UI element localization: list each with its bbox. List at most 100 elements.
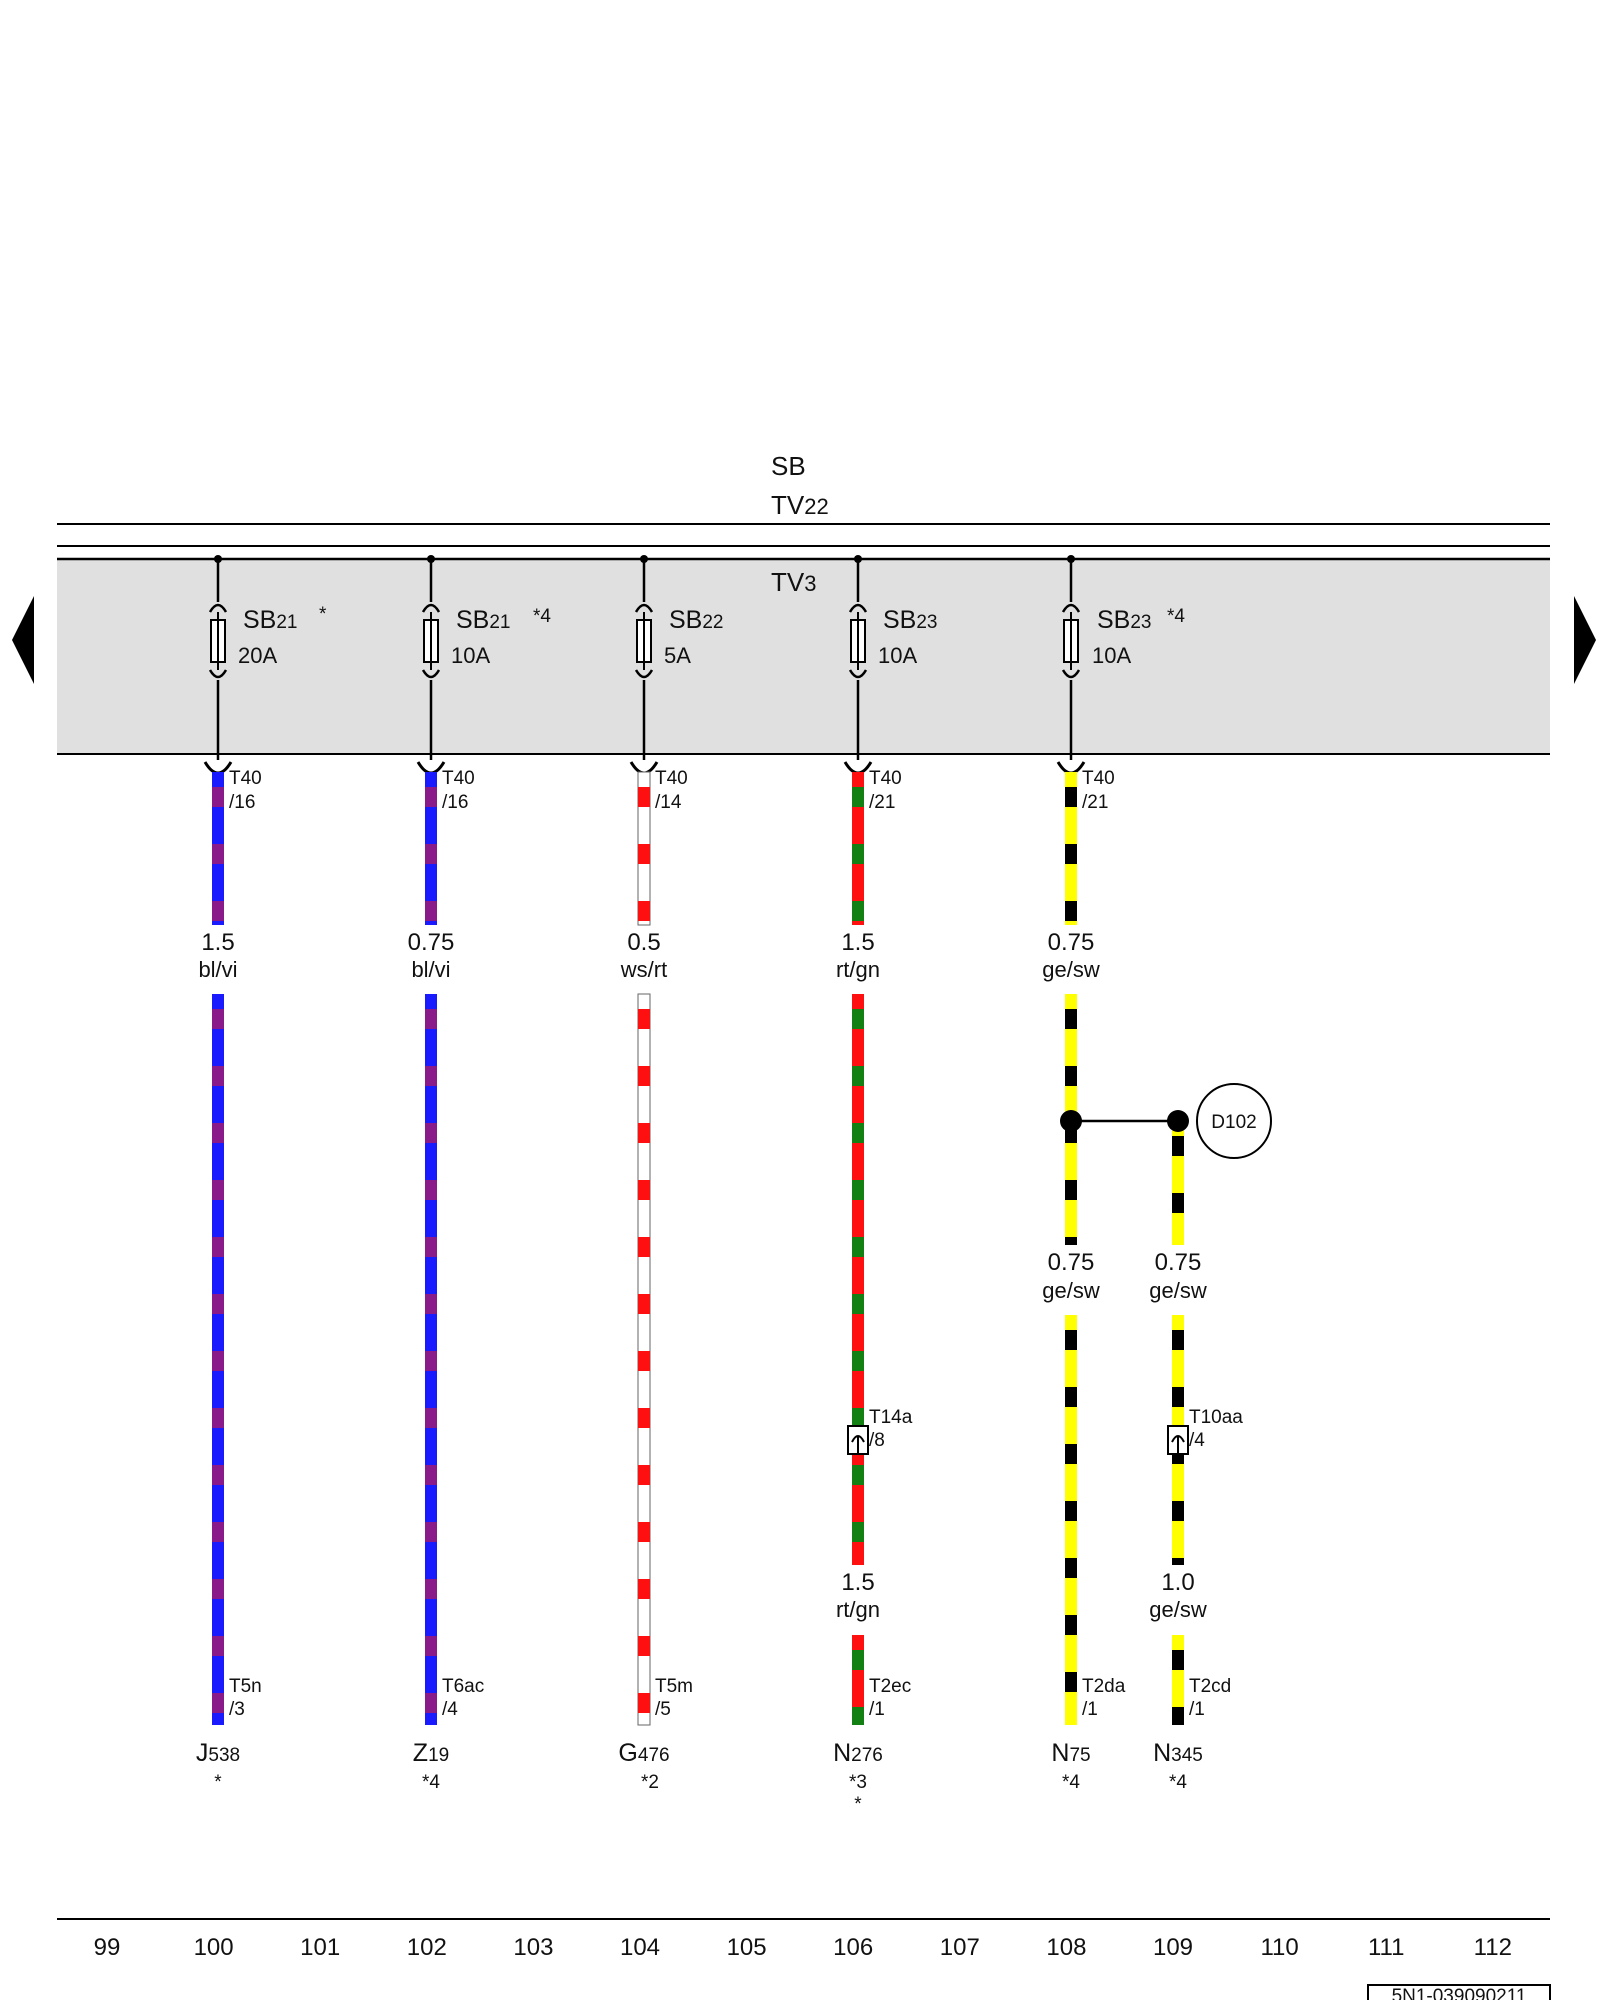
axis-label-105: 105 [727, 1934, 767, 1961]
wire-branch-lower-stripe [1172, 1707, 1184, 1725]
mid-pin: /8 [869, 1430, 885, 1451]
wire-sb23-b-lower-stripe [1065, 1501, 1077, 1521]
ground-junction-label: D102 [1211, 1112, 1256, 1133]
bottom-connector: T5n [229, 1676, 262, 1697]
wire-sb22-lower-stripe [638, 1351, 650, 1371]
sb-label: SB [771, 451, 806, 481]
doc-number-box [1367, 1984, 1551, 2000]
bottom-connector: T5m [655, 1676, 693, 1697]
fuse-0-bus-dot [214, 555, 222, 563]
component-label: N276 [833, 1739, 883, 1767]
axis-label-109: 109 [1153, 1934, 1193, 1961]
fuse-rating: 10A [451, 643, 490, 668]
fuse-3-terminal [843, 761, 873, 775]
wire-color: ge/sw [1042, 957, 1100, 982]
component-label: N75 [1051, 1739, 1090, 1767]
ground-junction-circle [1196, 1083, 1272, 1159]
fuse-1-contact-bottom [421, 669, 441, 679]
wire-sb23-a-middle-stripe [852, 1294, 864, 1314]
wire-sb21-b-lower-stripe [425, 1693, 437, 1713]
wire-sb21-a-lower-stripe [212, 1009, 224, 1029]
wire-color-lower: rt/gn [836, 1597, 880, 1622]
wire-color-lower: ge/sw [1042, 1278, 1100, 1303]
wire-sb21-a-upper-stripe [212, 844, 224, 864]
wire-sb23-b-lower-stripe [1065, 1615, 1077, 1635]
previous-page-arrow-icon[interactable] [12, 596, 34, 684]
wire-sb23-b-upper-stripe [1065, 901, 1077, 921]
wire-sb23-a-middle-stripe [852, 1123, 864, 1143]
wire-sb23-a-upper-stripe [852, 844, 864, 864]
axis-label-111: 111 [1368, 1934, 1404, 1961]
wire-sb21-a-lower-stripe [212, 1522, 224, 1542]
bottom-pin: /3 [229, 1699, 245, 1720]
fuse-3-bus-dot [854, 555, 862, 563]
wire-sb22-lower-stripe [638, 1579, 650, 1599]
wire-branch-lower-stripe [1172, 1650, 1184, 1670]
fuse-circuit-sb22: SB22 5A T40 /14 0.5 ws/rt T5m /5 G476 *2 [618, 606, 723, 1793]
axis-label-103: 103 [513, 1934, 553, 1961]
axis-label-102: 102 [407, 1934, 447, 1961]
wire-size: 0.75 [1048, 929, 1095, 956]
wire-sb22-lower-stripe [638, 1465, 650, 1485]
wire-sb21-a-lower-stripe [212, 1636, 224, 1656]
component-label: N345 [1153, 1739, 1203, 1767]
wire-sb22-lower-stripe [638, 1522, 650, 1542]
component-note-2: * [854, 1794, 862, 1815]
fuse-circuit-sb23-b: SB23 10A *4 T40 /21 0.75 ge/sw 0.75 ge/s… [1042, 606, 1185, 1793]
fuse-rating: 10A [1092, 643, 1131, 668]
wire-sb21-a-upper-stripe [212, 901, 224, 921]
wire-sb21-b-upper-stripe [425, 844, 437, 864]
fuse-label: SB22 [669, 606, 724, 634]
wire-color: rt/gn [836, 957, 880, 982]
fuse-3-contact-bottom [848, 669, 868, 679]
wire-size: 1.5 [841, 929, 874, 956]
top-pin: /21 [869, 792, 895, 813]
wire-sb23-a-middle-stripe [852, 1351, 864, 1371]
fuse-rating: 10A [878, 643, 917, 668]
component-note: * [214, 1772, 222, 1793]
bottom-pin: /4 [442, 1699, 458, 1720]
wire-sb22-upper-stripe [638, 844, 650, 864]
fuse-2-terminal [629, 761, 659, 775]
bottom-connector: T6ac [442, 1676, 484, 1697]
wire-sb23-b-upper-stripe [1065, 844, 1077, 864]
wire-sb21-a-upper-stripe [212, 787, 224, 807]
wire-sb23-a-upper-stripe [852, 787, 864, 807]
fuse-1-bus-dot [427, 555, 435, 563]
wire-sb23-a-middle-stripe [852, 1465, 864, 1485]
wire-sb21-b-lower-stripe [425, 1180, 437, 1200]
axis-label-99: 99 [94, 1934, 121, 1961]
fuse-4-bus-dot [1067, 555, 1075, 563]
fuse-1-contact-top [421, 603, 441, 613]
mid-connector: T14a [869, 1407, 913, 1428]
wire-sb21-b-lower-stripe [425, 1522, 437, 1542]
fuse-4-terminal [1056, 761, 1086, 775]
wire-color: ge/sw [1149, 1278, 1207, 1303]
component-note: *4 [1062, 1772, 1080, 1793]
wire-sb23-b-lower-stripe [1065, 1387, 1077, 1407]
top-pin: /16 [442, 792, 468, 813]
wire-sb23-b-middle-stripe [1065, 1066, 1077, 1086]
fuse-4-contact-bottom [1061, 669, 1081, 679]
top-connector: T40 [655, 768, 688, 789]
fuse-rating: 5A [664, 643, 691, 668]
wire-sb23-b-upper-stripe [1065, 787, 1077, 807]
fuse-3-contact-top [848, 603, 868, 613]
wire-sb21-b-lower-stripe [425, 1408, 437, 1428]
wire-sb21-b-lower-stripe [425, 1066, 437, 1086]
next-page-arrow-icon[interactable] [1574, 596, 1596, 684]
top-connector: T40 [442, 768, 475, 789]
wire-sb23-b-middle-stripe [1065, 1180, 1077, 1200]
wire-sb23-b-lower-stripe [1065, 1444, 1077, 1464]
wire-size: 0.75 [408, 929, 455, 956]
junction-dot [1167, 1110, 1189, 1132]
fuse-0-contact-top [208, 603, 228, 613]
wire-color-lower: ge/sw [1149, 1597, 1207, 1622]
bottom-pin: /5 [655, 1699, 671, 1720]
fuse-note: * [319, 604, 327, 625]
wire-sb22-lower-stripe [638, 1294, 650, 1314]
fuse-circuit-sb21-a: SB21 20A * T40 /16 1.5 bl/vi T5n /3 J538… [196, 604, 327, 1793]
top-connector: T40 [229, 768, 262, 789]
